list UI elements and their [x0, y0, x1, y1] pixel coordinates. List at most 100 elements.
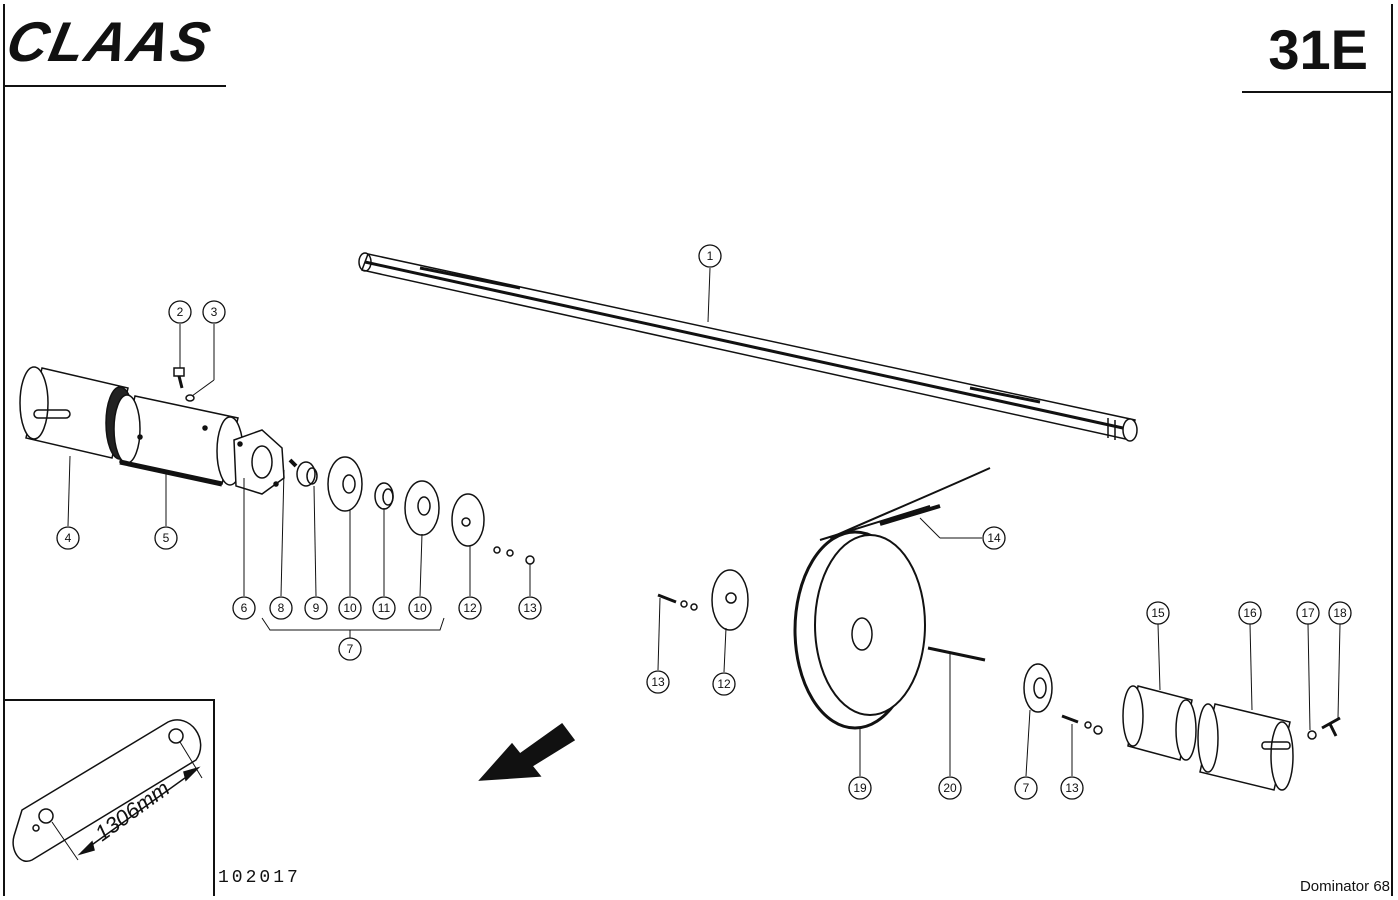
bolt [173, 367, 185, 389]
callout-7: 7 [338, 637, 362, 661]
callout-number: 7 [347, 642, 354, 656]
bearing-plate [327, 456, 363, 512]
callout-number: 17 [1301, 606, 1315, 620]
callout-8: 8 [269, 596, 293, 620]
cover-plate [711, 569, 749, 631]
callout-circle [848, 776, 872, 800]
bearing-collar [296, 461, 318, 487]
callout-20: 20 [938, 776, 962, 800]
callout-circle [154, 526, 178, 550]
bearing-flange [1023, 663, 1053, 713]
callout-circle [982, 526, 1006, 550]
callout-number: 19 [853, 781, 867, 795]
callout-circle [304, 596, 328, 620]
callout-3: 3 [202, 300, 226, 324]
callout-circle [1146, 601, 1170, 625]
callout-number: 13 [523, 601, 537, 615]
key [927, 646, 986, 662]
callout-12: 12 [712, 672, 736, 696]
callout-17: 17 [1296, 601, 1320, 625]
callout-number: 1 [707, 249, 714, 263]
wing-nut [1321, 716, 1341, 737]
leader-lines [67, 267, 1341, 777]
callout-number: 7 [1023, 781, 1030, 795]
bearing-plate [404, 480, 440, 536]
bolt-set [1061, 714, 1103, 735]
callout-2: 2 [168, 300, 192, 324]
sheet-number: 31E [1268, 18, 1368, 81]
callout-14: 14 [982, 526, 1006, 550]
grease-nipple [288, 458, 298, 468]
callout-13: 13 [518, 596, 542, 620]
drawing-frame [3, 4, 1393, 896]
callout-circle [338, 596, 362, 620]
bolt-set [493, 546, 535, 565]
guard-sleeve-slotted [1197, 703, 1294, 791]
callout-number: 6 [241, 601, 248, 615]
callout-number: 2 [177, 305, 184, 319]
callout-number: 15 [1151, 606, 1165, 620]
callout-18: 18 [1328, 601, 1352, 625]
washer [185, 394, 195, 402]
callout-7: 7 [1014, 776, 1038, 800]
ball-bearing [374, 482, 394, 510]
callout-number: 10 [343, 601, 357, 615]
callout-5: 5 [154, 526, 178, 550]
callout-12: 12 [458, 596, 482, 620]
inset-detail [4, 699, 215, 896]
callout-11: 11 [372, 596, 396, 620]
callout-circle [269, 596, 293, 620]
callout-10: 10 [338, 596, 362, 620]
callout-number: 20 [943, 781, 957, 795]
callout-circle [1238, 601, 1262, 625]
bearing-flange [233, 429, 285, 495]
v-belt-pulley [793, 505, 931, 730]
drawing-number: 102017 [218, 868, 301, 888]
callout-circle [168, 300, 192, 324]
callout-circle [408, 596, 432, 620]
callout-6: 6 [232, 596, 256, 620]
callout-number: 14 [987, 531, 1001, 545]
callout-circle [338, 637, 362, 661]
callout-circle [232, 596, 256, 620]
callout-circle [698, 244, 722, 268]
callout-circle [1014, 776, 1038, 800]
bolt-set [657, 593, 698, 611]
callout-number: 12 [717, 677, 731, 691]
callout-number: 3 [211, 305, 218, 319]
callout-circle [458, 596, 482, 620]
callout-number: 13 [1065, 781, 1079, 795]
callout-4: 4 [56, 526, 80, 550]
callout-circle [1296, 601, 1320, 625]
callout-number: 9 [313, 601, 320, 615]
guard-sleeve [1122, 685, 1197, 761]
callout-number: 11 [378, 601, 391, 615]
callout-number: 5 [163, 531, 170, 545]
callout-number: 10 [413, 601, 427, 615]
callout-number: 4 [65, 531, 72, 545]
callout-9: 9 [304, 596, 328, 620]
callout-number: 13 [651, 675, 665, 689]
callout-circle [1328, 601, 1352, 625]
callout-circle [202, 300, 226, 324]
callout-circle [938, 776, 962, 800]
callout-15: 15 [1146, 601, 1170, 625]
v-belt [829, 467, 991, 539]
callout-10: 10 [408, 596, 432, 620]
callout-19: 19 [848, 776, 872, 800]
callout-circle [372, 596, 396, 620]
callout-circle [56, 526, 80, 550]
callout-circle [518, 596, 542, 620]
washer [1307, 730, 1317, 740]
callout-13: 13 [646, 670, 670, 694]
callout-circle [646, 670, 670, 694]
callout-number: 18 [1333, 606, 1347, 620]
callout-13: 13 [1060, 776, 1084, 800]
callout-1: 1 [698, 244, 722, 268]
callout-number: 12 [463, 601, 477, 615]
callout-16: 16 [1238, 601, 1262, 625]
callout-number: 8 [278, 601, 285, 615]
cover-plate [451, 493, 485, 547]
